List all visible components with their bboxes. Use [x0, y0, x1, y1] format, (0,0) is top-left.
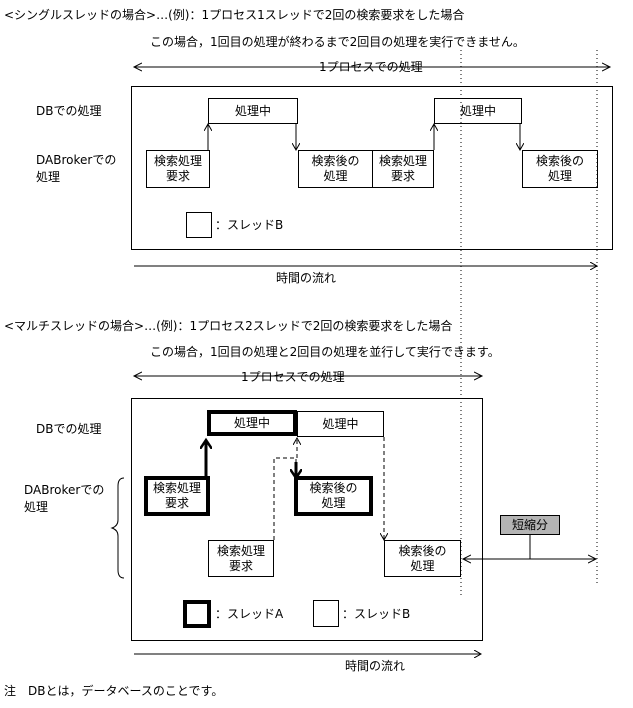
- section1-processing-2: 処理中: [434, 98, 522, 124]
- section2-shortened-text: 短縮分: [511, 517, 548, 532]
- section2-search-request-b-label: 検索処理 要求: [216, 543, 265, 573]
- section1-post-search-2: 検索後の 処理: [522, 150, 598, 188]
- section1-time-flow-label: 時間の流れ: [276, 271, 337, 285]
- section1-legend-thread-b-swatch: [186, 212, 212, 238]
- section2-processing-a: 処理中: [207, 410, 297, 436]
- section2-row-brace: [110, 477, 125, 579]
- section2-processing-b-label: 処理中: [322, 416, 359, 431]
- section2-subheading: この場合，1回目の処理と2回目の処理を並行して実行できます。: [150, 345, 500, 359]
- section2-shortened-label: 短縮分: [500, 515, 560, 535]
- footnote: 注 DBとは，データベースのことです。: [4, 684, 224, 698]
- section1-processing-1: 処理中: [208, 98, 298, 124]
- section2-post-search-b: 検索後の 処理: [384, 540, 461, 577]
- section1-subheading: この場合，1回目の処理が終わるまで2回目の処理を実行できません。: [150, 35, 525, 49]
- section2-post-search-a-label: 検索後の 処理: [309, 481, 358, 510]
- section2-processing-a-label: 処理中: [233, 415, 270, 430]
- section2-legend-thread-a-swatch: [183, 600, 211, 628]
- section2-time-flow-label: 時間の流れ: [345, 659, 406, 673]
- section2-search-request-a-label: 検索処理 要求: [152, 481, 201, 510]
- section1-post-search-2-label: 検索後の 処理: [535, 154, 584, 183]
- section2-row-db-label: DBでの処理: [36, 422, 102, 436]
- section1-processing-2-label: 処理中: [459, 103, 496, 118]
- section2-processing-b: 処理中: [297, 411, 384, 437]
- section1-processing-1-label: 処理中: [234, 103, 271, 118]
- section1-search-request-2-label: 検索処理 要求: [378, 154, 427, 183]
- section1-search-request-1-label: 検索処理 要求: [153, 154, 202, 183]
- section2-post-search-b-label: 検索後の 処理: [398, 543, 447, 573]
- section1-row-dabroker-label: DABrokerでの 処理: [36, 153, 117, 184]
- section2-legend-thread-b-swatch: [313, 600, 339, 627]
- section1-heading: <シングルスレッドの場合>…(例)：1プロセス1スレッドで2回の検索要求をした場…: [4, 8, 465, 22]
- section2-search-request-b: 検索処理 要求: [208, 540, 274, 577]
- section2-row-dabroker-label: DABrokerでの 処理: [24, 483, 105, 514]
- section2-heading: <マルチスレッドの場合>…(例)：1プロセス2スレッドで2回の検索要求をした場合: [4, 319, 453, 333]
- section2-arrow-proc-a-to-post-a: [276, 457, 297, 474]
- section2-post-search-a: 検索後の 処理: [294, 476, 373, 516]
- section2-search-request-a: 検索処理 要求: [144, 476, 210, 516]
- section2-process-frame: [131, 398, 483, 641]
- section1-legend-thread-b-label: ：スレッドB: [215, 218, 284, 232]
- section1-row-db-label: DBでの処理: [36, 104, 102, 118]
- section2-legend-thread-a-label: ：スレッドA: [215, 607, 284, 621]
- section1-post-search-1-label: 検索後の 処理: [311, 154, 360, 183]
- section2-legend-thread-b-label: ：スレッドB: [342, 607, 411, 621]
- section1-process-frame: [131, 86, 613, 250]
- section1-search-request-1: 検索処理 要求: [146, 150, 210, 188]
- section1-search-request-2: 検索処理 要求: [372, 150, 434, 188]
